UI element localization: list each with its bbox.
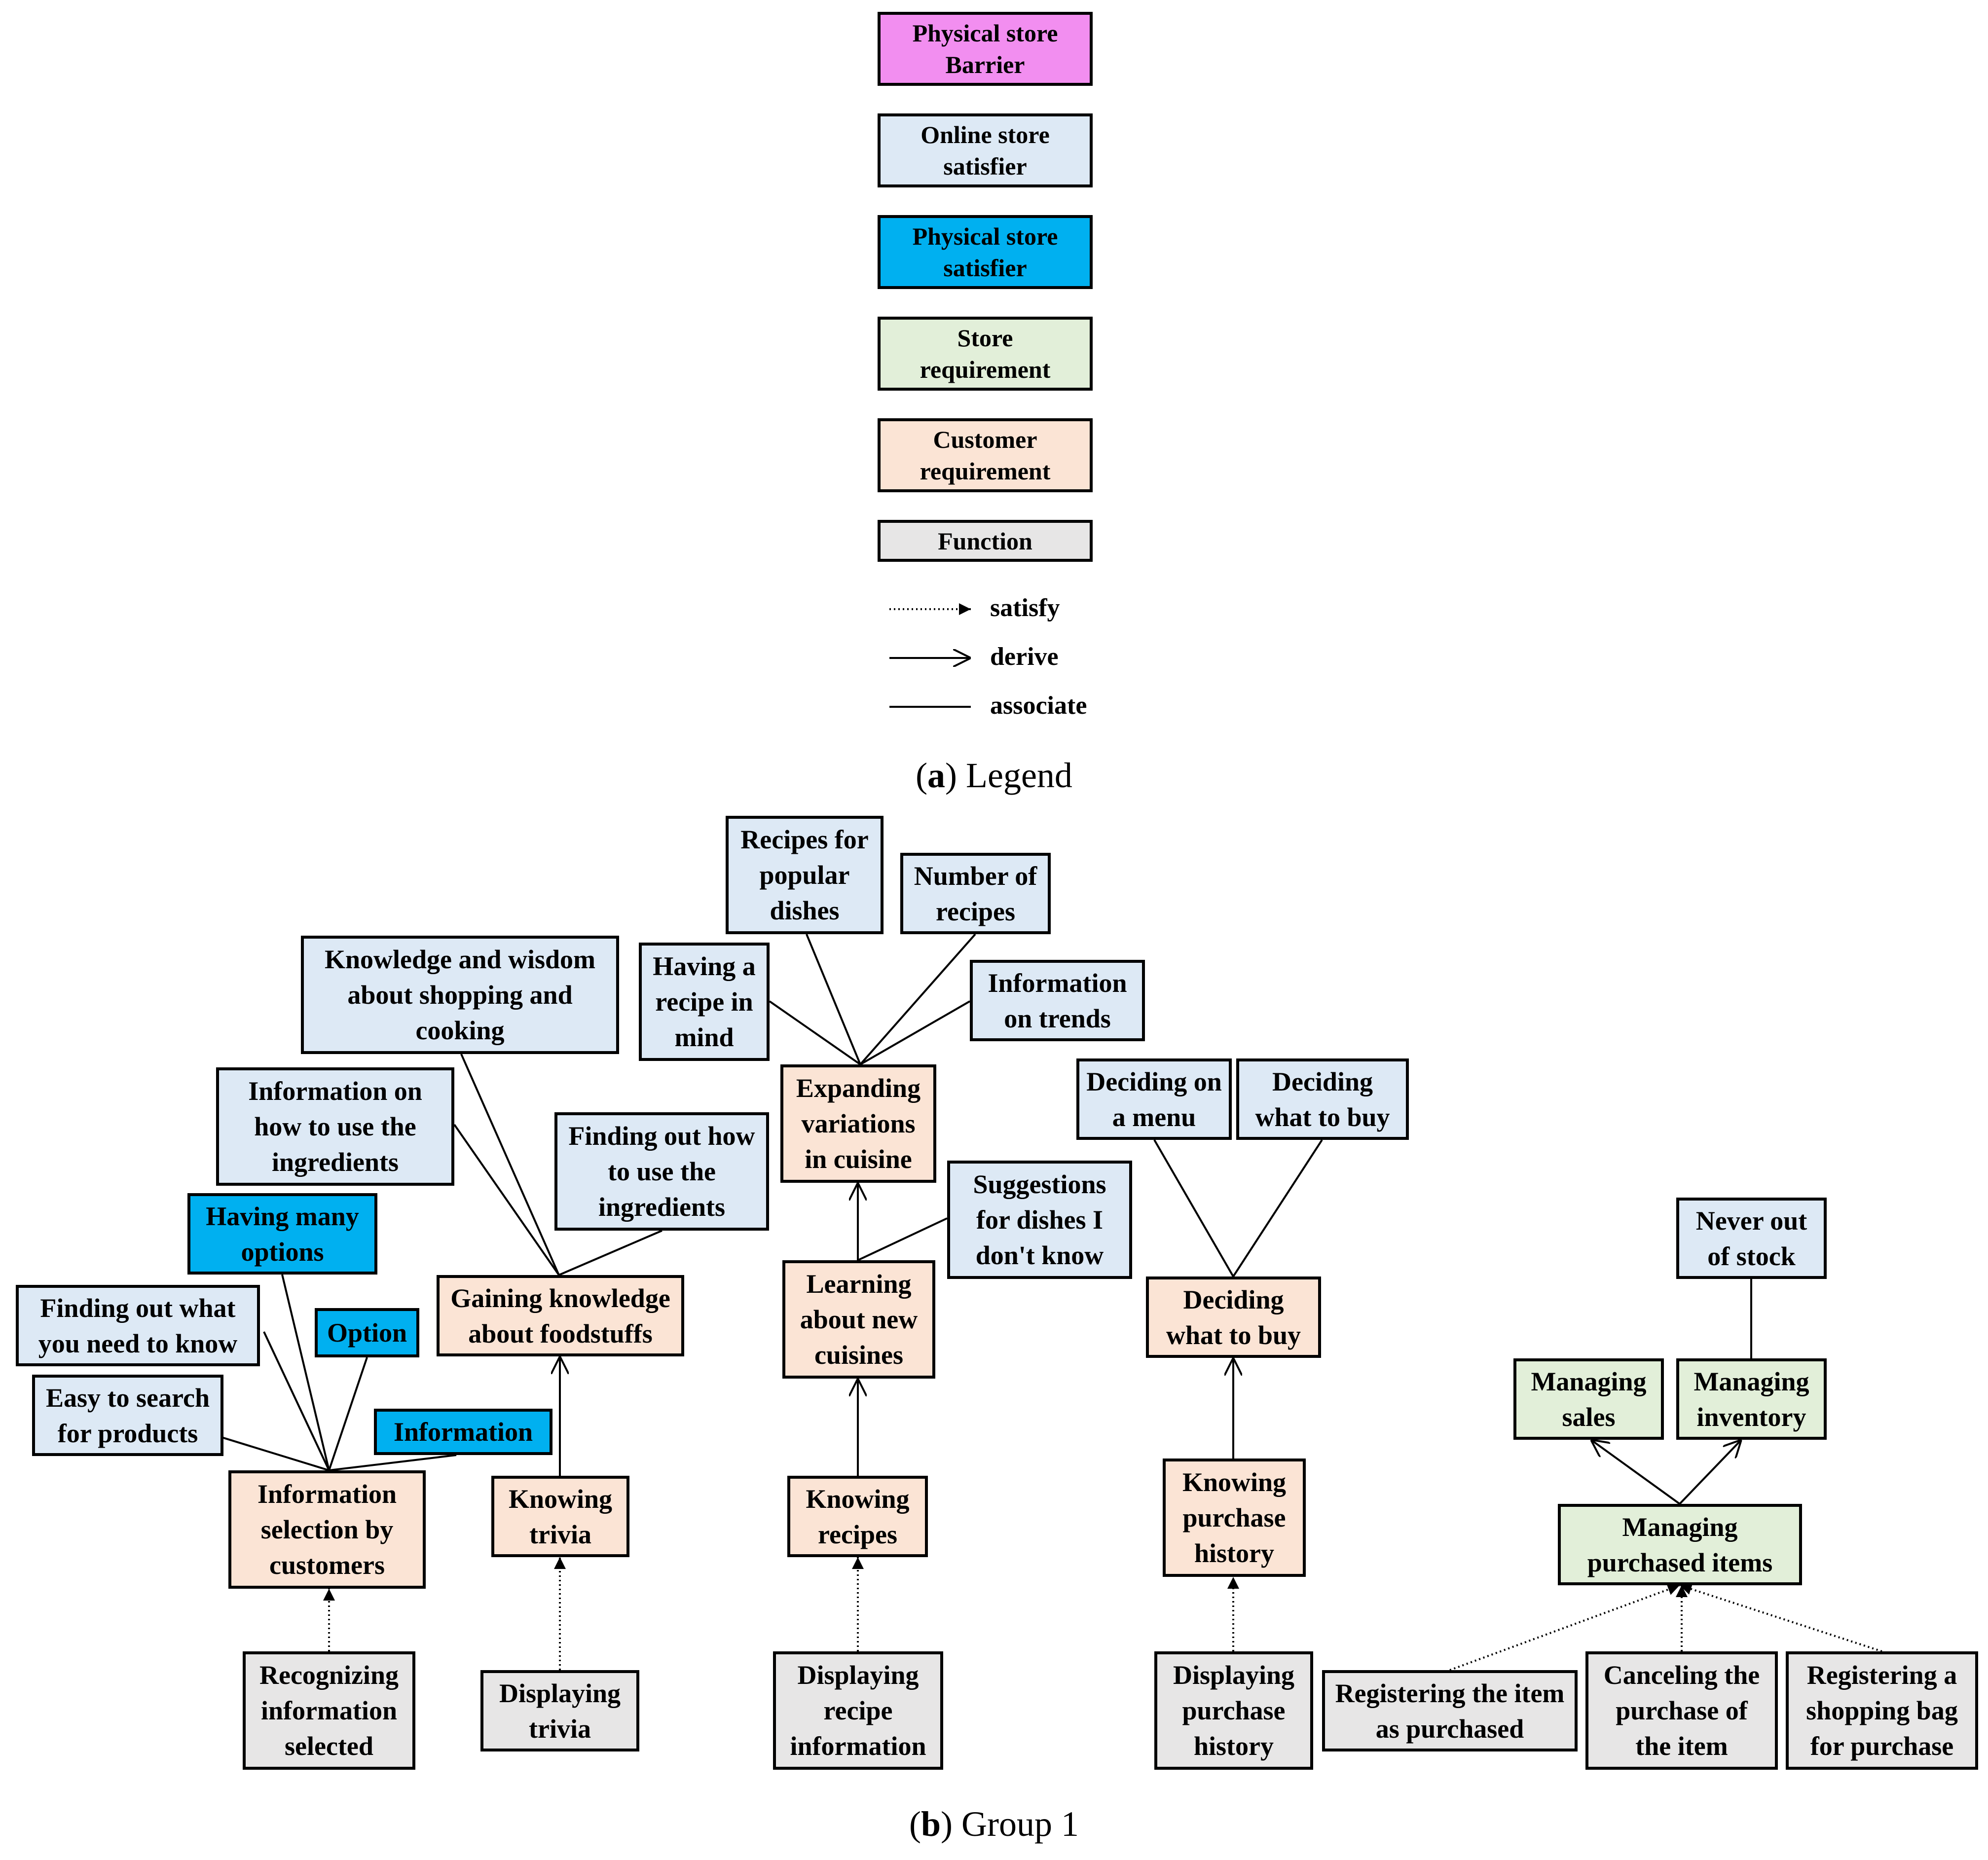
node-info-trends: Information on trends xyxy=(970,960,1145,1041)
edge-associate-expanding-to-number-recipes xyxy=(859,933,976,1065)
node-option: Option xyxy=(315,1308,419,1357)
node-managing-sales: Managing sales xyxy=(1513,1358,1664,1440)
group-caption: (b) Group 1 xyxy=(909,1804,1079,1844)
node-knowledge-wisdom: Knowledge and wisdom about shopping and … xyxy=(301,936,619,1054)
node-displaying-history: Displaying purchase history xyxy=(1154,1651,1313,1770)
edge-associate-expanding-to-recipes-popular xyxy=(806,934,861,1065)
legend-item-store-requirement: Store requirement xyxy=(878,317,1093,391)
node-suggestions: Suggestions for dishes I don't know xyxy=(947,1161,1132,1279)
edge-derive-managing-purchased-to-managing-sales xyxy=(1591,1440,1681,1505)
node-easy-search: Easy to search for products xyxy=(32,1375,223,1456)
edge-associate-deciding-buy-to-deciding-buy-top xyxy=(1232,1139,1323,1277)
node-info-selection: Information selection by customers xyxy=(228,1470,426,1589)
legend-caption-text: Legend xyxy=(966,756,1072,795)
legend-item-physical-store-satisfier: Physical store satisfier xyxy=(878,215,1093,289)
edge-satisfy-registering-bag-to-managing-purchased xyxy=(1679,1583,1882,1652)
node-knowing-trivia: Knowing trivia xyxy=(491,1476,629,1557)
node-gaining: Gaining knowledge about foodstuffs xyxy=(437,1275,684,1356)
edge-satisfy-registering-item-to-managing-purchased xyxy=(1449,1584,1680,1671)
node-recognizing: Recognizing information selected xyxy=(243,1651,415,1770)
edge-associate-gaining-to-knowledge-wisdom xyxy=(460,1054,560,1276)
node-displaying-trivia: Displaying trivia xyxy=(480,1670,639,1751)
legend-item-customer-requirement: Customer requirement xyxy=(878,418,1093,492)
node-finding-need: Finding out what you need to know xyxy=(16,1285,260,1366)
edge-associate-info-selection-to-option xyxy=(328,1357,368,1471)
node-information: Information xyxy=(374,1409,552,1455)
edge-associate-deciding-buy-to-deciding-menu xyxy=(1153,1139,1234,1277)
node-finding-how-use: Finding out how to use the ingredients xyxy=(554,1112,769,1231)
edge-associate-expanding-to-having-recipe xyxy=(769,1000,861,1065)
node-never-out: Never out of stock xyxy=(1676,1198,1827,1279)
node-canceling: Canceling the purchase of the item xyxy=(1585,1651,1778,1770)
node-recipes-popular: Recipes for popular dishes xyxy=(726,816,884,934)
node-displaying-recipe: Displaying recipe information xyxy=(773,1651,943,1770)
legend-edge-label-satisfy: satisfy xyxy=(990,594,1060,622)
legend-item-online-store-satisfier: Online store satisfier xyxy=(878,113,1093,187)
legend-item-function: Function xyxy=(878,520,1093,562)
edge-associate-gaining-to-info-how-use xyxy=(453,1124,560,1276)
legend-edge-label-derive: derive xyxy=(990,643,1059,671)
node-having-recipe: Having a recipe in mind xyxy=(639,943,770,1061)
node-managing-inventory: Managing inventory xyxy=(1676,1358,1827,1440)
node-info-how-use: Information on how to use the ingredient… xyxy=(216,1067,454,1186)
node-learning-cuisines: Learning about new cuisines xyxy=(782,1260,935,1379)
legend-caption: (a) Legend xyxy=(916,756,1072,795)
edge-associate-gaining-to-finding-how-use xyxy=(558,1230,663,1276)
edge-associate-info-selection-to-having-many xyxy=(281,1274,330,1471)
node-registering-item: Registering the item as purchased xyxy=(1322,1670,1578,1751)
group-caption-text: Group 1 xyxy=(961,1804,1079,1844)
node-knowing-history: Knowing purchase history xyxy=(1163,1459,1306,1577)
node-expanding: Expanding variations in cuisine xyxy=(780,1064,936,1183)
node-having-many: Having many options xyxy=(187,1193,377,1275)
legend-caption-letter: a xyxy=(927,756,946,795)
edge-derive-managing-purchased-to-managing-inventory xyxy=(1679,1440,1741,1505)
edge-associate-expanding-to-info-trends xyxy=(860,1000,970,1065)
node-knowing-recipes: Knowing recipes xyxy=(787,1476,928,1557)
group-caption-letter: b xyxy=(920,1804,941,1844)
node-deciding-buy: Deciding what to buy xyxy=(1146,1276,1321,1358)
legend-edge-label-associate: associate xyxy=(990,692,1087,720)
node-registering-bag: Registering a shopping bag for purchase xyxy=(1786,1651,1978,1770)
edge-associate-learning-cuisines-to-suggestions xyxy=(857,1217,948,1261)
node-number-recipes: Number of recipes xyxy=(900,853,1051,934)
node-managing-purchased: Managing purchased items xyxy=(1558,1504,1802,1585)
node-deciding-buy-top: Deciding what to buy xyxy=(1236,1058,1409,1140)
edge-associate-info-selection-to-information xyxy=(329,1454,457,1471)
edge-associate-info-selection-to-finding-need xyxy=(263,1331,330,1471)
legend-item-physical-store-barrier: Physical store Barrier xyxy=(878,12,1093,86)
node-deciding-menu: Deciding on a menu xyxy=(1076,1058,1232,1140)
